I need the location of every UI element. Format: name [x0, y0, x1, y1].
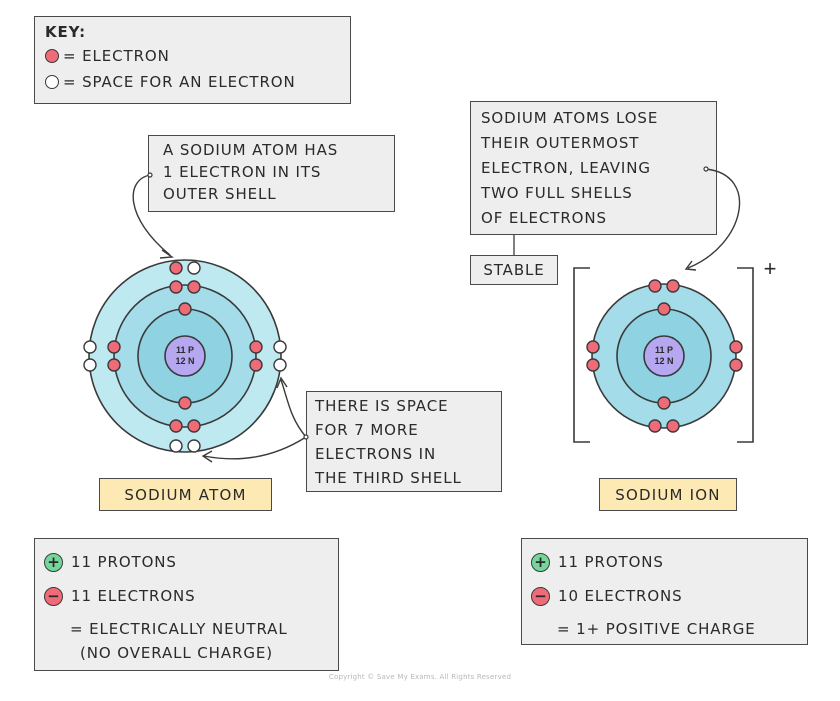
- electron-space: [187, 261, 201, 275]
- electron: [586, 358, 600, 372]
- arrow-outer-shell-origin: [147, 172, 153, 178]
- ion-result: = 1+ POSITIVE CHARGE: [557, 620, 756, 638]
- summary-ion: + 11 PROTONS − 10 ELECTRONS = 1+ POSITIV…: [521, 538, 808, 645]
- ion-bracket-right: [737, 267, 754, 443]
- callout-outer-shell-line-1: A SODIUM ATOM HAS: [163, 141, 339, 159]
- plus-icon: +: [531, 552, 550, 572]
- callout-lose-line-5: OF ELECTRONS: [481, 209, 607, 227]
- electron: [107, 340, 121, 354]
- atom-electrons-count: 11 ELECTRONS: [71, 587, 196, 605]
- ion-nucleus: [643, 335, 685, 377]
- electron: [729, 340, 743, 354]
- electron: [178, 396, 192, 410]
- sodium-atom-label: SODIUM ATOM: [99, 478, 272, 511]
- minus-icon: −: [531, 586, 550, 606]
- plus-icon: +: [44, 552, 63, 572]
- electron: [666, 419, 680, 433]
- key-electron-dot: [45, 49, 59, 63]
- stable-tag: STABLE: [470, 255, 558, 285]
- electron: [657, 396, 671, 410]
- electron: [169, 280, 183, 294]
- electron: [666, 279, 680, 293]
- ion-nucleus-protons: 11 P: [655, 345, 673, 355]
- key-space-dot: [45, 75, 59, 89]
- atom-nucleus-protons: 11 P: [176, 345, 194, 355]
- arrow-space-origin: [303, 434, 309, 440]
- electron: [586, 340, 600, 354]
- electron: [187, 280, 201, 294]
- callout-space: THERE IS SPACE FOR 7 MORE ELECTRONS IN T…: [306, 391, 502, 492]
- arrow-space-shell: [280, 379, 307, 438]
- ion-electrons-count: 10 ELECTRONS: [558, 587, 683, 605]
- atom-protons: 11 PROTONS: [71, 553, 177, 571]
- callout-outer-shell: A SODIUM ATOM HAS 1 ELECTRON IN ITS OUTE…: [148, 135, 395, 212]
- electron: [249, 358, 263, 372]
- electron: [657, 302, 671, 316]
- ion-nucleus-neutrons: 12 N: [654, 356, 673, 366]
- callout-space-line-1: THERE IS SPACE: [315, 397, 449, 415]
- callout-lose-line-3: ELECTRON, LEAVING: [481, 159, 651, 177]
- callout-space-line-2: FOR 7 MORE: [315, 421, 419, 439]
- atom-result-line-1: = ELECTRICALLY NEUTRAL: [70, 620, 288, 638]
- electron: [107, 358, 121, 372]
- arrow-lose-electron: [687, 168, 741, 269]
- atom-nucleus: [164, 335, 206, 377]
- electron-space: [273, 340, 287, 354]
- key-space-label: = SPACE FOR AN ELECTRON: [63, 73, 296, 91]
- arrow-outer-shell-head: [159, 249, 174, 259]
- key-title: KEY:: [45, 23, 87, 41]
- sodium-ion-label: SODIUM ION: [599, 478, 737, 511]
- arrow-outer-shell: [132, 174, 171, 256]
- electron: [648, 419, 662, 433]
- arrow-lose-electron-origin: [703, 166, 709, 172]
- arrow-lose-electron-head: [684, 260, 697, 271]
- electron: [169, 419, 183, 433]
- electron-space: [187, 439, 201, 453]
- callout-lose-electron: SODIUM ATOMS LOSE THEIR OUTERMOST ELECTR…: [470, 101, 717, 235]
- callout-space-line-4: THE THIRD SHELL: [315, 469, 462, 487]
- ion-protons: 11 PROTONS: [558, 553, 664, 571]
- arrow-space-bottom: [203, 436, 307, 460]
- callout-lose-line-1: SODIUM ATOMS LOSE: [481, 109, 659, 127]
- callout-outer-shell-line-3: OUTER SHELL: [163, 185, 277, 203]
- key-box: KEY: = ELECTRON = SPACE FOR AN ELECTRON: [34, 16, 351, 104]
- electron-space: [83, 358, 97, 372]
- electron: [178, 302, 192, 316]
- callout-outer-shell-line-2: 1 ELECTRON IN ITS: [163, 163, 322, 181]
- electron: [648, 279, 662, 293]
- ion-charge: +: [764, 256, 777, 281]
- electron: [249, 340, 263, 354]
- copyright-notice: Copyright © Save My Exams. All Rights Re…: [328, 673, 512, 681]
- atom-nucleus-neutrons: 12 N: [175, 356, 194, 366]
- atom-result-line-2: (NO OVERALL CHARGE): [80, 644, 273, 662]
- electron-space: [169, 439, 183, 453]
- minus-icon: −: [44, 586, 63, 606]
- ion-bracket-left: [573, 267, 590, 443]
- ion-electrons: [586, 279, 743, 433]
- electron: [169, 261, 183, 275]
- electron-space: [273, 358, 287, 372]
- key-electron-label: = ELECTRON: [63, 47, 170, 65]
- electron: [729, 358, 743, 372]
- atom-spaces: [83, 261, 287, 453]
- arrow-space-bottom-head: [201, 450, 213, 463]
- atom-electrons: [107, 261, 263, 433]
- electron: [187, 419, 201, 433]
- electron-space: [83, 340, 97, 354]
- callout-lose-line-2: THEIR OUTERMOST: [481, 134, 640, 152]
- summary-atom: + 11 PROTONS − 11 ELECTRONS = ELECTRICAL…: [34, 538, 339, 671]
- arrow-space-shell-head: [276, 376, 288, 389]
- stable-label: STABLE: [483, 261, 545, 279]
- callout-space-line-3: ELECTRONS IN: [315, 445, 437, 463]
- callout-lose-line-4: TWO FULL SHELLS: [481, 184, 633, 202]
